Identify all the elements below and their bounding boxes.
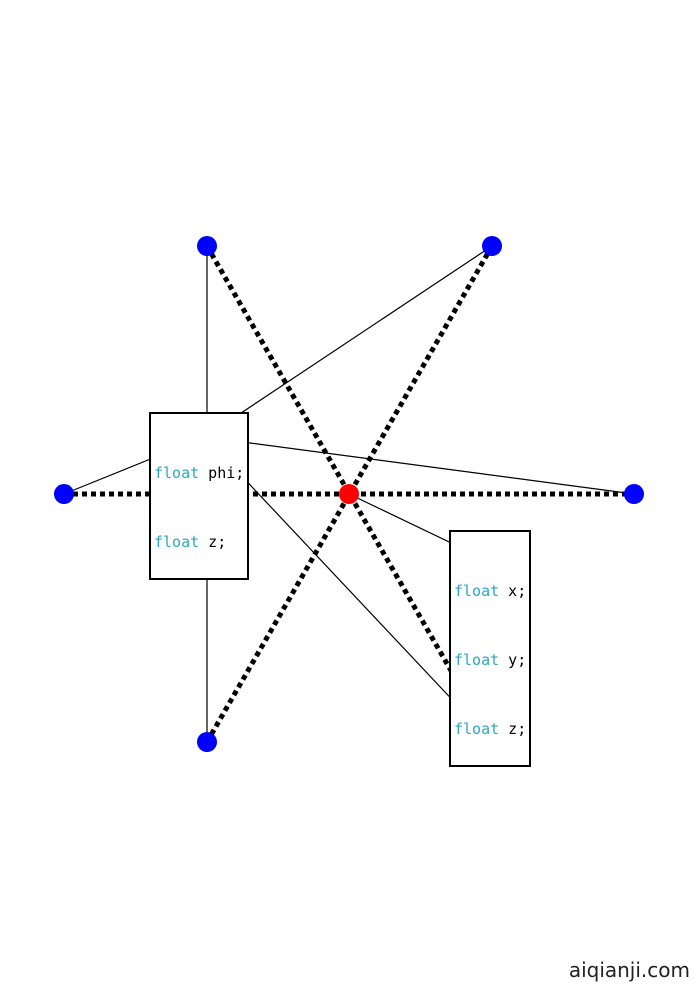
code-keyword: float bbox=[154, 464, 200, 482]
vertex-right bbox=[624, 484, 644, 504]
code-text: y; bbox=[499, 651, 527, 669]
thin-line-polar-box-to-bottom-right bbox=[204, 436, 493, 743]
cartesian-code-box: float x; float y; float z; bbox=[449, 530, 532, 767]
thin-line-top-right-to-polar-box bbox=[204, 245, 493, 438]
code-line: float y; bbox=[454, 649, 526, 672]
code-keyword: float bbox=[454, 582, 500, 600]
vertex-top-right bbox=[482, 236, 502, 256]
code-line: float phi; bbox=[154, 462, 244, 485]
vertex-bottom-left bbox=[197, 732, 217, 752]
code-text: x; bbox=[499, 582, 527, 600]
code-line: float x; bbox=[454, 580, 526, 603]
code-keyword: float bbox=[154, 533, 200, 551]
code-text: z; bbox=[199, 533, 227, 551]
code-text: phi; bbox=[199, 464, 245, 482]
thin-line-polar-box-to-right bbox=[204, 436, 635, 495]
code-keyword: float bbox=[454, 651, 500, 669]
code-keyword: float bbox=[454, 720, 500, 738]
vertex-left bbox=[54, 484, 74, 504]
vertex-top-left bbox=[197, 236, 217, 256]
center-point bbox=[339, 484, 359, 504]
code-line: float z; bbox=[454, 718, 526, 741]
watermark: aiqianji.com bbox=[568, 958, 690, 982]
code-text: z; bbox=[499, 720, 527, 738]
polar-code-box: float phi; float z; bbox=[149, 412, 250, 580]
code-line: float z; bbox=[154, 531, 244, 554]
